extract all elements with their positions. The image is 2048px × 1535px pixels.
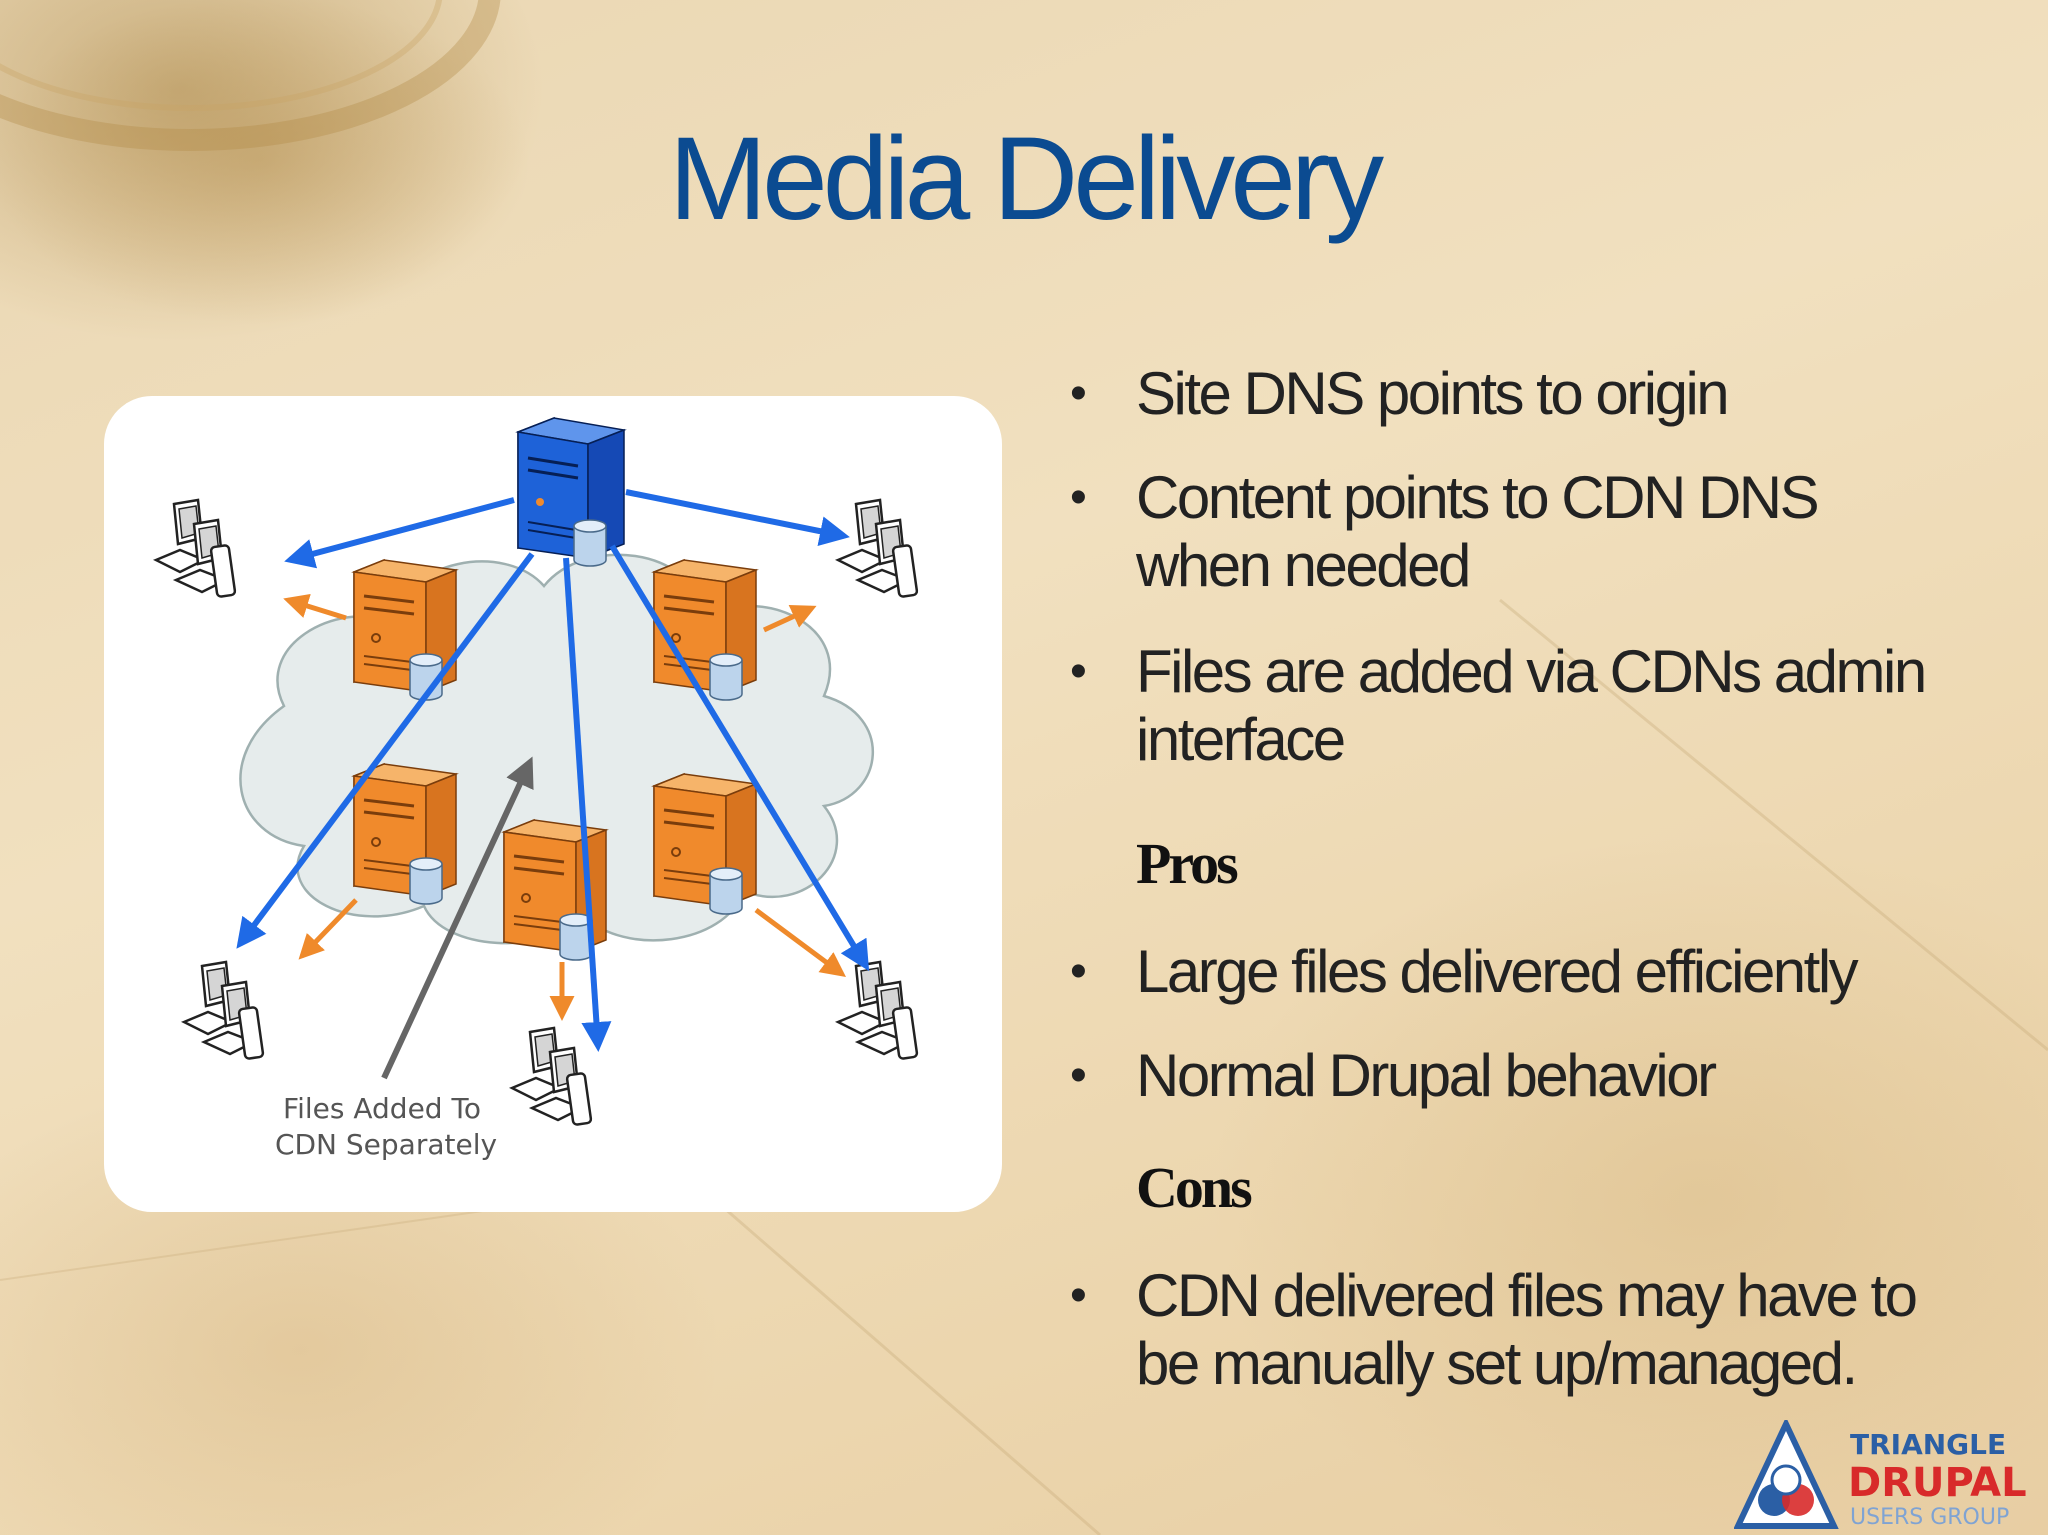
bullet-glyph: • (1070, 1049, 1087, 1102)
client-computer-icon (510, 1026, 593, 1127)
bullet-glyph: • (1070, 471, 1087, 524)
edge-server-icon (352, 762, 458, 906)
triangle-logo-icon (1733, 1416, 1839, 1529)
cdn-diagram: Files Added To CDN Separately (104, 396, 1002, 1212)
bullet-text: Site DNS points to origin (1136, 360, 1730, 427)
pros-text: Normal Drupal behavior (1136, 1042, 1717, 1109)
bullet-text: Content points to CDN DNS when needed (1136, 464, 1820, 599)
cons-text: CDN delivered files may have to be manua… (1136, 1262, 1918, 1397)
bullet-glyph: • (1070, 945, 1087, 998)
logo-line3: USERS GROUP (1850, 1505, 2009, 1530)
origin-arrows (236, 489, 870, 1052)
client-computer-icon (836, 960, 919, 1061)
triangle-drupal-logo: TRIANGLE DRUPAL USERS GROUP (1733, 1416, 2034, 1530)
logo-line2: DRUPAL (1848, 1460, 2027, 1506)
bullet-glyph: • (1070, 1269, 1087, 1322)
diagram-caption-line2: CDN Separately (275, 1128, 497, 1161)
pros-text: Large files delivered efficiently (1136, 938, 1859, 1005)
client-computer-icon (836, 498, 919, 599)
bullet-glyph: • (1070, 367, 1087, 420)
upload-arrow (381, 756, 534, 1080)
diagram-caption-line1: Files Added To (283, 1092, 481, 1125)
logo-line1: TRIANGLE (1850, 1428, 2006, 1461)
bullet-glyph: • (1070, 645, 1087, 698)
edge-server-icon (652, 772, 758, 916)
origin-server-icon (515, 416, 627, 567)
cons-heading: Cons (1136, 1155, 1253, 1220)
bullet-text: Files are added via CDNs admin interface (1136, 638, 1927, 773)
slide-title: Media Delivery (668, 113, 1384, 245)
pros-heading: Pros (1136, 831, 1239, 896)
edge-server-icon (652, 558, 758, 702)
edge-arrows (283, 593, 847, 1021)
client-computer-icon (182, 960, 265, 1061)
client-computer-icon (154, 498, 237, 599)
